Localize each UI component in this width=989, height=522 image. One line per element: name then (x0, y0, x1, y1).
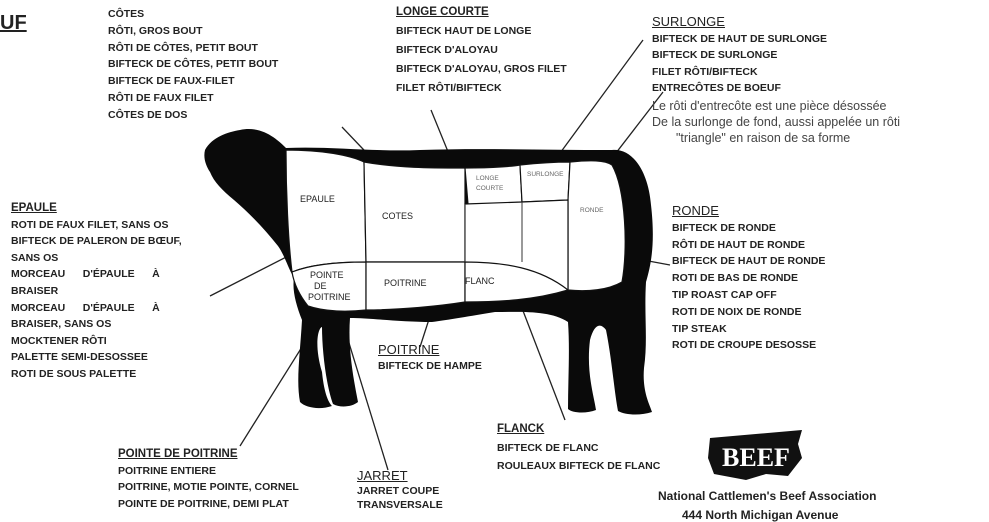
surlonge-description-line: De la surlonge de fond, aussi appelée un… (652, 114, 900, 130)
surlonge-item: BIFTECK DE SURLONGE (652, 47, 827, 64)
jarret-item: JARRET COUPE (357, 484, 443, 499)
longe-courte-item: BIFTECK HAUT DE LONGE (396, 22, 567, 41)
ronde-item: TIP ROAST CAP OFF (672, 287, 825, 304)
cut-label-pointe-poitrine: POITRINE (308, 292, 351, 302)
epaule-item: BRAISER, SANS OS (11, 316, 182, 333)
cotes-item: RÔTI, GROS BOUT (108, 23, 278, 40)
beef-logo: BEEF (706, 428, 806, 482)
jarret-title: JARRET (357, 469, 443, 484)
epaule-item: MORCEAU D'ÉPAULE À (11, 266, 182, 283)
region-surlonge (520, 162, 570, 202)
region-cotes (364, 162, 465, 262)
cut-label-longe: LONGE (476, 175, 499, 182)
ronde-item: ROTI DE CROUPE DESOSSE (672, 337, 825, 354)
flanck-item: ROULEAUX BIFTECK DE FLANC (497, 457, 660, 476)
region-ronde (568, 161, 625, 291)
surlonge-block: SURLONGE BIFTECK DE HAUT DE SURLONGE BIF… (652, 14, 827, 97)
ronde-item: RÔTI DE HAUT DE RONDE (672, 237, 825, 254)
poitrine-item: BIFTECK DE HAMPE (378, 358, 482, 374)
pointe-de-poitrine-item: POITRINE ENTIERE (118, 463, 299, 480)
longe-courte-item: BIFTECK D'ALOYAU (396, 41, 567, 60)
flanck-item: BIFTECK DE FLANC (497, 439, 660, 458)
epaule-item: MORCEAU D'ÉPAULE À (11, 300, 182, 317)
cut-label-courte: COURTE (476, 185, 504, 192)
flanck-title: FLANCK (497, 420, 660, 439)
ronde-item: ROTI DE BAS DE RONDE (672, 270, 825, 287)
epaule-item: ROTI DE SOUS PALETTE (11, 366, 182, 383)
longe-courte-block: LONGE COURTE BIFTECK HAUT DE LONGE BIFTE… (396, 3, 567, 98)
association-name: National Cattlemen's Beef Association (658, 489, 876, 503)
poitrine-block: POITRINE BIFTECK DE HAMPE (378, 342, 482, 374)
epaule-item: MOCKTENER RÔTI (11, 333, 182, 350)
cut-label-pointe: POINTE (310, 270, 344, 280)
cotes-item: BIFTECK DE CÔTES, PETIT BOUT (108, 56, 278, 73)
cut-regions (286, 150, 625, 311)
cotes-item: CÔTES DE DOS (108, 107, 278, 124)
pointe-de-poitrine-item: POITRINE, MOTIE POINTE, CORNEL (118, 479, 299, 496)
cotes-item: RÔTI DE FAUX FILET (108, 90, 278, 107)
jarret-block: JARRET JARRET COUPE TRANSVERSALE (357, 469, 443, 513)
longe-courte-item: BIFTECK D'ALOYAU, GROS FILET (396, 60, 567, 79)
longe-courte-item: FILET RÔTI/BIFTECK (396, 79, 567, 98)
flanck-block: FLANCK BIFTECK DE FLANC ROULEAUX BIFTECK… (497, 420, 660, 476)
epaule-item: PALETTE SEMI-DESOSSEE (11, 349, 182, 366)
epaule-item: BRAISER (11, 283, 182, 300)
cut-label-surlonge: SURLONGE (527, 171, 564, 178)
epaule-item: ROTI DE FAUX FILET, SANS OS (11, 217, 182, 234)
epaule-item: SANS OS (11, 250, 182, 267)
region-epaule (286, 150, 366, 272)
association-address: 444 North Michigan Avenue (682, 508, 838, 522)
pointe-de-poitrine-title: POINTE DE POITRINE (118, 446, 299, 463)
pointe-de-poitrine-item: POINTE DE POITRINE, DEMI PLAT (118, 496, 299, 513)
surlonge-description-line: Le rôti d'entrecôte est une pièce désoss… (652, 98, 900, 114)
longe-courte-title: LONGE COURTE (396, 3, 567, 22)
cotes-item: CÔTES (108, 6, 278, 23)
cut-label-poitrine: POITRINE (384, 278, 427, 288)
jarret-item: TRANSVERSALE (357, 498, 443, 513)
beef-logo-text: BEEF (722, 443, 790, 472)
surlonge-item: BIFTECK DE HAUT DE SURLONGE (652, 31, 827, 48)
cotes-block: CÔTES RÔTI, GROS BOUT RÔTI DE CÔTES, PET… (108, 6, 278, 124)
epaule-block: EPAULE ROTI DE FAUX FILET, SANS OS BIFTE… (11, 200, 182, 383)
epaule-title: EPAULE (11, 200, 182, 217)
surlonge-description: Le rôti d'entrecôte est une pièce désoss… (652, 98, 900, 146)
surlonge-title: SURLONGE (652, 14, 827, 31)
cut-label-epaule: EPAULE (300, 194, 335, 204)
cotes-item: RÔTI DE CÔTES, PETIT BOUT (108, 40, 278, 57)
cotes-item: BIFTECK DE FAUX-FILET (108, 73, 278, 90)
surlonge-item: FILET RÔTI/BIFTECK (652, 64, 827, 81)
cut-label-cotes: COTES (382, 211, 413, 221)
ronde-item: TIP STEAK (672, 321, 825, 338)
ronde-item: ROTI DE NOIX DE RONDE (672, 304, 825, 321)
surlonge-description-line: "triangle" en raison de sa forme (652, 130, 900, 146)
cut-label-ronde: RONDE (580, 207, 604, 214)
ronde-item: BIFTECK DE RONDE (672, 220, 825, 237)
pointe-de-poitrine-block: POINTE DE POITRINE POITRINE ENTIERE POIT… (118, 446, 299, 512)
surlonge-item: ENTRECÔTES DE BOEUF (652, 80, 827, 97)
poitrine-title: POITRINE (378, 342, 482, 358)
cut-label-flanc: FLANC (465, 276, 495, 286)
ronde-title: RONDE (672, 203, 825, 220)
ronde-block: RONDE BIFTECK DE RONDE RÔTI DE HAUT DE R… (672, 203, 825, 354)
ronde-item: BIFTECK DE HAUT DE RONDE (672, 253, 825, 270)
cut-label-de: DE (314, 281, 327, 291)
epaule-item: BIFTECK DE PALERON DE BŒUF, (11, 233, 182, 250)
